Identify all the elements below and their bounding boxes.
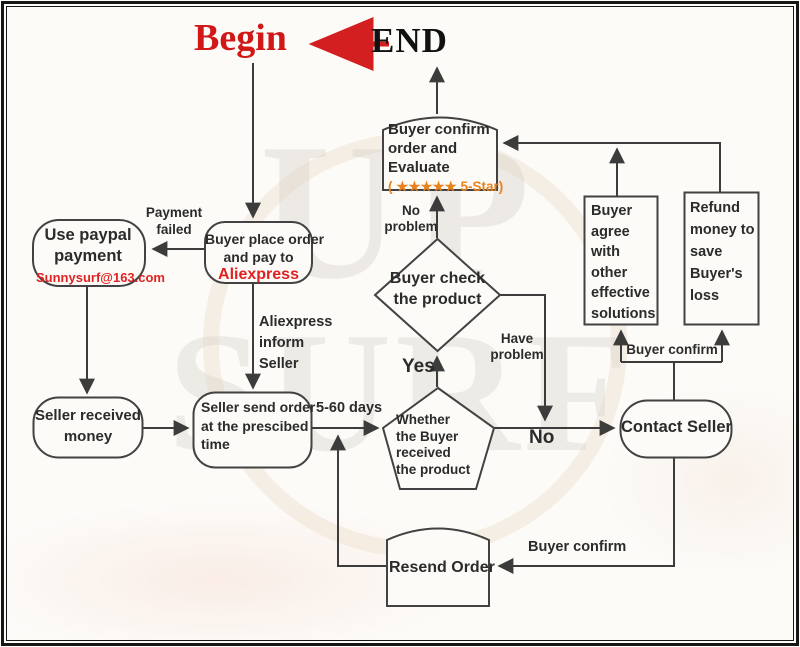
node-buyer-check-line2: the product	[393, 291, 482, 308]
node-shape-use-paypal	[32, 219, 146, 287]
paypal-email: Sunnysurf@163.com	[36, 270, 165, 285]
node-buyer-agree-line6: solutions	[591, 305, 656, 322]
node-refund-line2: money to	[690, 222, 755, 238]
node-seller-send-line2: at the prescibed	[201, 417, 309, 434]
node-buyer-agree-line3: with	[591, 244, 620, 260]
node-buyer-agree: Buyer agree with other effective solutio…	[591, 201, 655, 324]
edge-refund-to-evaluate	[502, 135, 721, 192]
node-whether-line4: the product	[396, 461, 471, 477]
node-evaluate-line3: Evaluate	[388, 159, 450, 176]
node-shape-buyer-check-diamond	[373, 237, 502, 353]
payment-failed-line2: failed	[156, 222, 192, 237]
aliexpress-inform-line1: Aliexpress	[259, 314, 333, 330]
node-shape-buyer-agree	[583, 195, 659, 326]
payment-failed-line1: Payment	[145, 205, 203, 220]
edge-label-yes: Yes	[402, 356, 435, 377]
node-refund: Refund money to save Buyer's loss	[690, 197, 754, 307]
node-contact-seller: Contact Seller	[621, 418, 732, 436]
no-problem-line2: problem	[384, 219, 438, 234]
node-use-paypal-line1: Use paypal	[44, 226, 132, 244]
node-whether-line1: Whether	[396, 412, 450, 427]
node-seller-send-line1: Seller send order	[201, 399, 316, 415]
edge-label-aliexpress-inform: Aliexpress inform Seller	[259, 312, 332, 375]
node-place-order-line2: and pay to	[223, 249, 294, 265]
no-problem-line1: No	[402, 203, 420, 218]
edge-contact-to-resend	[497, 458, 675, 574]
end-label: END	[371, 21, 448, 60]
node-shape-whether-pentagon	[381, 386, 496, 490]
node-shape-resend-order	[386, 527, 490, 607]
aliexpress-inform-line3: Seller	[259, 356, 299, 372]
node-evaluate-line2: order and	[388, 140, 458, 157]
node-whether-line3: received	[396, 445, 451, 460]
node-seller-send-line3: time	[201, 436, 230, 452]
edge-label-payment-failed: Payment failed	[139, 204, 209, 238]
edge-label-buyer-confirm-bottom: Buyer confirm	[528, 539, 627, 555]
aliexpress-brand: Aliexpress	[218, 266, 299, 283]
have-problem-line1: Have	[500, 331, 534, 346]
node-place-order: Buyer place order and pay to Aliexpress	[205, 230, 325, 284]
node-evaluate-line1: Buyer confirm	[388, 121, 490, 138]
node-shape-seller-send	[192, 391, 313, 469]
node-buyer-check: Buyer check the product	[380, 268, 495, 310]
node-refund-line3: save	[690, 244, 723, 260]
five-star-rating: ( ★★★★★ 5-Star)	[388, 179, 504, 194]
have-problem-line2: problem	[490, 347, 544, 362]
aliexpress-inform-line2: inform	[259, 335, 305, 351]
node-seller-received: Seller received money	[35, 405, 141, 447]
node-buyer-agree-line4: other	[591, 264, 628, 281]
edge-label-buyer-confirm-top: Buyer confirm	[626, 342, 718, 357]
node-shape-evaluate	[382, 116, 498, 191]
node-refund-line4: Buyer's	[690, 266, 743, 282]
edge-check-have-problem	[499, 294, 553, 422]
node-buyer-check-line1: Buyer check	[389, 270, 486, 287]
node-seller-received-line1: Seller received	[35, 407, 141, 424]
begin-label: Begin	[194, 17, 287, 59]
node-whether-received: Whether the Buyer received the product	[396, 412, 470, 478]
node-use-paypal: Use paypal payment Sunnysurf@163.com	[36, 225, 165, 288]
node-resend-order: Resend Order	[389, 559, 495, 576]
node-refund-line5: loss	[690, 288, 720, 304]
node-seller-send: Seller send order at the prescibed time	[201, 398, 315, 454]
node-shape-refund	[683, 191, 760, 326]
node-shape-place-order	[204, 221, 313, 284]
node-shape-seller-received	[32, 396, 144, 459]
edge-label-5-60-days: 5-60 days	[316, 400, 383, 416]
node-buyer-agree-line5: effective	[591, 285, 650, 301]
node-use-paypal-line2: payment	[54, 247, 122, 265]
edge-label-no: No	[529, 427, 555, 448]
node-evaluate: Buyer confirm order and Evaluate ( ★★★★★…	[388, 120, 504, 196]
node-refund-line1: Refund	[690, 200, 740, 216]
node-shape-contact-seller	[619, 399, 733, 459]
node-buyer-agree-line1: Buyer	[591, 203, 633, 219]
edge-resend-loop-up	[330, 434, 387, 567]
node-whether-line2: the Buyer	[396, 428, 459, 444]
edge-label-no-problem: No problem	[379, 203, 443, 235]
node-seller-received-line2: money	[63, 428, 113, 445]
node-place-order-line1: Buyer place order	[205, 231, 325, 247]
edge-label-have-problem: Have problem	[485, 331, 549, 363]
node-buyer-agree-line2: agree	[591, 223, 630, 240]
